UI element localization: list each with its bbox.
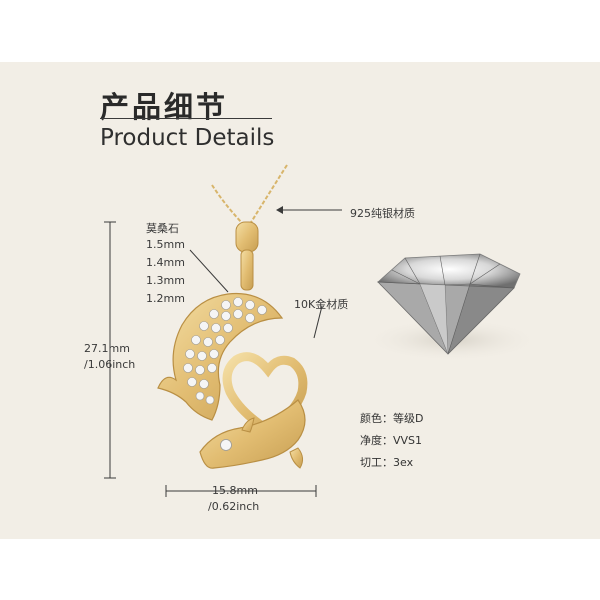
chain [211,164,288,225]
stone-size-2: 1.4mm [146,256,185,269]
spec-clarity: 净度：VVS1 [360,434,423,447]
body-material-label: 10K金材质 [294,298,349,311]
stone-size-4: 1.2mm [146,292,185,305]
stone-size-3: 1.3mm [146,274,185,287]
height-mm-label: 27.1mm [84,342,130,355]
spec-cut: 切工：3ex [360,456,414,469]
dolphin-upper [157,292,284,421]
dolphin-lower [199,399,306,469]
chain-material-label: 925纯银材质 [350,207,415,220]
title-divider [100,118,272,119]
stone-size-1: 1.5mm [146,238,185,251]
moissanite-diamond [362,253,542,362]
spec-color: 颜色：等级D [360,412,424,425]
annotation-lines [104,206,342,497]
pendant-bail [235,221,259,291]
title-english: Product Details [100,125,275,151]
width-mm-label: 15.8mm [212,484,258,497]
stone-label: 莫桑石 [146,222,179,235]
width-inch-label: /0.62inch [208,500,260,513]
height-inch-label: /1.06inch [84,358,136,371]
